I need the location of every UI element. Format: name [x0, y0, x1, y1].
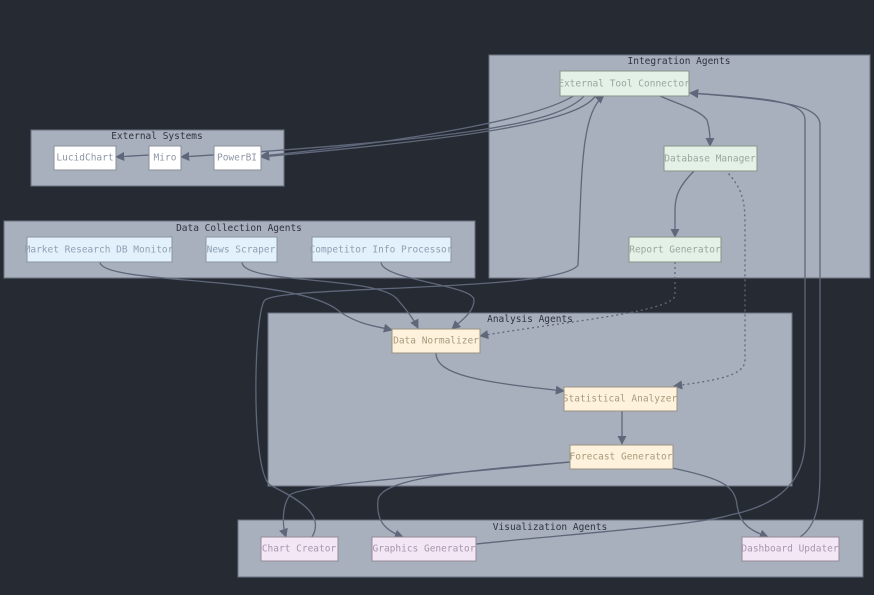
node-label: News Scraper: [207, 245, 276, 256]
cluster-label-external: External Systems: [111, 131, 203, 142]
node-label: External Tool Connector: [558, 79, 690, 90]
edge-connector-to-database: [659, 95, 715, 147]
node-label: Miro: [154, 153, 177, 164]
edge-competitor-to-normalizer: [380, 261, 475, 330]
node-label: Database Manager: [664, 154, 756, 165]
edge-miro-to-lucidchart: [115, 151, 150, 162]
node-label: Chart Creator: [262, 544, 337, 555]
node-forecast-generator[interactable]: Forecast Generator: [569, 444, 674, 470]
edge-chart-to-connector: [255, 94, 605, 538]
edge-news-scraper-to-normalizer: [241, 261, 419, 329]
edge-forecast-to-dashboard: [671, 467, 769, 539]
edge-normalizer-to-statistical: [435, 352, 565, 395]
edge-report-to-normalizer-dotted: [479, 262, 676, 340]
cluster-label-analysis: Analysis Agents: [487, 314, 573, 325]
node-data-normalizer[interactable]: Data Normalizer: [391, 328, 481, 354]
edge-market-research-to-normalizer: [99, 261, 393, 333]
node-label: Statistical Analyzer: [563, 394, 678, 405]
node-label: Forecast Generator: [570, 452, 673, 463]
node-database-manager[interactable]: Database Manager: [663, 145, 758, 172]
edge-database-to-report: [670, 169, 696, 238]
node-dashboard-updater[interactable]: Dashboard Updater: [741, 536, 840, 562]
edge-dashboard-to-connector: [689, 89, 821, 538]
node-news-scraper[interactable]: News Scraper: [205, 236, 278, 263]
cluster-label-visualization: Visualization Agents: [493, 522, 607, 533]
node-label: Dashboard Updater: [741, 544, 839, 555]
node-label: Competitor Info Processor: [310, 245, 453, 256]
node-label: Report Generator: [629, 245, 721, 256]
node-label: Data Normalizer: [393, 336, 479, 347]
edges: [99, 89, 821, 545]
node-label: PowerBI: [217, 153, 257, 164]
node-label: Graphics Generator: [373, 544, 476, 555]
cluster-label-integration: Integration Agents: [628, 56, 731, 67]
node-statistical-analyzer[interactable]: Statistical Analyzer: [563, 386, 678, 412]
node-lucidchart[interactable]: LucidChart: [53, 145, 117, 171]
edge-connector-to-powerbi-2: [260, 94, 597, 161]
cluster-analysis-agents: Analysis Agents: [267, 312, 793, 487]
node-market-research-db-monitor[interactable]: Market Research DB Monitor: [25, 236, 174, 263]
node-label: Market Research DB Monitor: [25, 245, 174, 256]
node-external-tool-connector[interactable]: External Tool Connector: [558, 70, 690, 97]
edge-database-to-statistical-dotted: [673, 169, 746, 390]
cluster-label-collection: Data Collection Agents: [176, 223, 302, 234]
node-chart-creator[interactable]: Chart Creator: [260, 536, 339, 562]
node-graphics-generator[interactable]: Graphics Generator: [371, 536, 477, 562]
node-competitor-info-processor[interactable]: Competitor Info Processor: [310, 236, 453, 263]
node-label: LucidChart: [56, 153, 113, 164]
edge-forecast-to-graphics: [377, 461, 571, 539]
node-report-generator[interactable]: Report Generator: [628, 236, 722, 263]
edge-connector-to-powerbi-1: [260, 94, 576, 160]
node-powerbi[interactable]: PowerBI: [213, 145, 262, 171]
node-miro[interactable]: Miro: [148, 145, 182, 171]
edge-connector-to-miro: [180, 94, 586, 162]
